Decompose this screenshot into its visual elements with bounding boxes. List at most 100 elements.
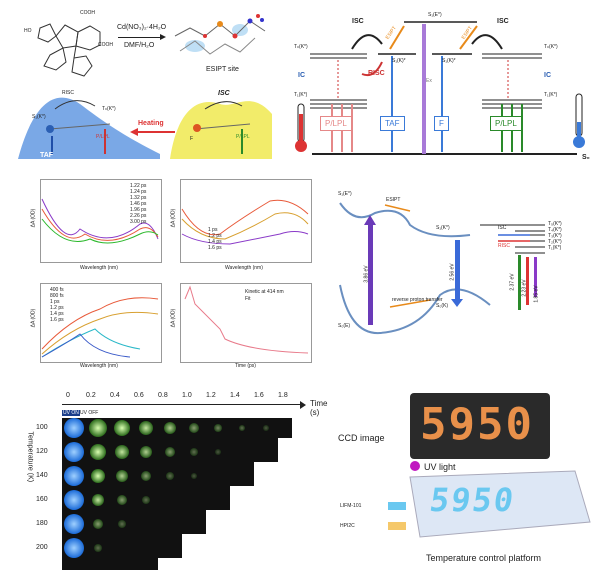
reagent-label: Cd(NO₃)₂·4H₂O: [117, 24, 167, 31]
en-e2: 2.56 eV: [449, 263, 456, 281]
legend-item: 1.96 ps: [130, 207, 147, 213]
temp-ylabel: Temperature (K): [26, 431, 34, 483]
ta-ylabel-4: ΔA (OD): [170, 308, 177, 328]
en-s0k: S₀(K): [436, 303, 449, 309]
time-tick: 1.8: [278, 392, 288, 399]
crystal-structure: [174, 14, 266, 55]
cooh-label-2: COOH: [98, 42, 113, 48]
jab-box-plpl-right: P/LPL: [490, 116, 522, 131]
ta-ylabel-3: ΔA (OD): [30, 308, 37, 328]
legend-item: 1.4 ps: [50, 311, 64, 317]
temp-tick: 100: [36, 424, 48, 431]
uv-light-icon: [410, 461, 420, 471]
time-tick: 1.4: [230, 392, 240, 399]
time-axis-arrow: [300, 401, 306, 409]
ta-curves: [41, 198, 309, 358]
uv-light-label: UV light: [424, 462, 456, 472]
en-s1e: S₁(E*): [338, 191, 352, 197]
en-risc: RISC: [498, 243, 510, 249]
ta-spectra: 1.22 ps 1.24 ps 1.32 ps 1.46 ps 1.96 ps …: [30, 175, 320, 370]
time-tick: 1.0: [182, 392, 192, 399]
time-tick: 0.8: [158, 392, 168, 399]
jab-box-f: F: [434, 116, 449, 131]
temp-tick: 140: [36, 472, 48, 479]
legend-item: 1.6 ps: [50, 317, 64, 323]
tn-label: Tₙ(K*): [102, 106, 116, 112]
ta-kinetic-label: Kinetic at 414 nm: [245, 289, 284, 295]
en-s1k: S₁(K*): [436, 225, 450, 231]
device-panel: 5950 CCD image UV light 5950 LIFM-101 HP…: [330, 385, 600, 577]
en-e4: 2.23 eV: [521, 279, 528, 297]
time-title: Time (s): [310, 399, 328, 417]
uv-off-label: UV OFF: [80, 410, 99, 416]
jab-ic-left: IC: [298, 72, 305, 79]
legend-item: 3.00 ps: [130, 219, 147, 225]
legend-item: 1 ps: [208, 227, 218, 233]
ta-xlabel-3: Wavelength (nm): [80, 363, 118, 369]
en-e3: 2.37 eV: [509, 273, 516, 291]
jab-isc-left: ISC: [352, 18, 364, 25]
legend-item: 1 ps: [50, 299, 60, 305]
jab-s1k-left: S₁(K)*: [392, 58, 406, 64]
jab-t1-right: T₁(K*): [544, 92, 558, 98]
jab-tn-left: Tₙ(K*): [294, 44, 308, 50]
legend-item: 1.6 ps: [208, 245, 222, 251]
isc-label: ISC: [218, 90, 230, 97]
time-tick: 1.6: [254, 392, 264, 399]
ccd-screen: 5950: [410, 393, 550, 459]
legend-item: 1.32 ps: [130, 195, 147, 201]
time-tick: 0.4: [110, 392, 120, 399]
time-ticks: 0 0.2 0.4 0.6 0.8 1.0 1.2 1.4 1.6 1.8: [62, 392, 302, 402]
energy-curves: [339, 202, 545, 335]
mof-label: LIFM-101: [340, 503, 362, 509]
hpi-swatch: [388, 522, 406, 530]
en-tlevels: T₅(K*) T₄(K*) T₃(K*) T₂(K*) T₁(K*): [548, 221, 562, 251]
ccd-display: 5950: [420, 399, 534, 450]
ta-panel-4: [180, 283, 312, 363]
en-e1: 3.86 eV: [363, 265, 370, 283]
grid-glow-map: [64, 418, 292, 570]
legend-item: 1.4 ps: [208, 239, 222, 245]
en-rpt: reverse proton transfer: [392, 297, 443, 303]
esipt-site-label: ESIPT site: [206, 66, 239, 73]
time-tick: 0.2: [86, 392, 96, 399]
jablonski-lines: [295, 21, 585, 155]
ta-ylabel-1: ΔA (OD): [30, 208, 37, 228]
ho-label: HO: [24, 28, 32, 34]
reaction-arrow-head: [160, 34, 166, 40]
jab-ex: Ex: [426, 78, 432, 84]
heating-label: Heating: [138, 120, 164, 127]
legend-item: 400 fs: [50, 287, 64, 293]
cooh-label-1: COOH: [80, 10, 95, 16]
ta-xlabel-1: Wavelength (nm): [80, 265, 118, 271]
jab-t1-left: T₁(K*): [294, 92, 308, 98]
legend-item: 2.26 ps: [130, 213, 147, 219]
jab-s0: S₀: [582, 154, 590, 161]
mechanism-cartoon: RISC ISC S₁(K*) Tₙ(K*) Heating TAF P/LPL…: [10, 84, 280, 164]
jab-box-taf: TAF: [380, 116, 405, 131]
ta-fit-label: Fit: [245, 296, 251, 302]
legend-item: 800 fs: [50, 293, 64, 299]
legend-item: 1.2 ps: [50, 305, 64, 311]
reaction-arrow: [118, 37, 162, 38]
risc-label: RISC: [62, 90, 74, 96]
time-tick: 1.2: [206, 392, 216, 399]
jab-s1e: S₁(E*): [428, 12, 442, 18]
energy-landscape: [18, 97, 272, 159]
time-tick: 0: [66, 392, 70, 399]
hpi-label: HPI2C: [340, 523, 355, 529]
platform-display: 5950: [427, 481, 518, 519]
ta-legend-2: 1 ps 1.2 ps 1.4 ps 1.6 ps: [208, 227, 222, 251]
tlevel: T₃(K*): [548, 233, 562, 239]
energy-diagram: S₁(E*) ESIPT S₁(K*) S₀(K) S₀(E) ISC RISC…: [330, 185, 600, 345]
taf-label: TAF: [40, 152, 54, 159]
legend-item: 1.22 ps: [130, 183, 147, 189]
temp-tick: 200: [36, 544, 48, 551]
en-isc: ISC: [498, 225, 507, 231]
legend-item: 1.46 ps: [130, 201, 147, 207]
temp-tick: 120: [36, 448, 48, 455]
en-s0e: S₀(E): [338, 323, 351, 329]
platform-plate: [409, 470, 591, 538]
tlevel: T₄(K*): [548, 227, 562, 233]
jab-ic-right: IC: [544, 72, 551, 79]
